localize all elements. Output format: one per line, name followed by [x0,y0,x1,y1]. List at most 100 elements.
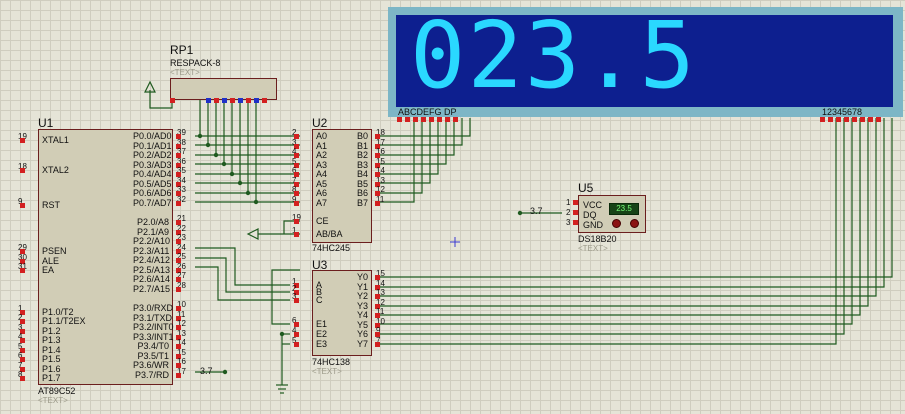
display-digit-pin[interactable] [836,117,841,122]
u1-pin-marker[interactable] [20,310,25,315]
display-digit-pin[interactable] [868,117,873,122]
u1-pin-marker[interactable] [176,191,181,196]
u3-pin-marker[interactable] [375,303,380,309]
u3-pin-marker[interactable] [294,332,299,337]
display-segment-pin[interactable] [405,117,410,122]
display-digit-pin[interactable] [820,117,825,122]
seven-segment-display[interactable]: 023.5 [388,2,903,117]
display-segment-pin[interactable] [437,117,442,122]
u2-pin-marker[interactable] [294,181,299,187]
rp1-pin[interactable] [246,98,251,103]
u1-pin-marker[interactable] [176,220,181,225]
rp1-pin[interactable] [230,98,235,103]
u1-pin-marker[interactable] [20,357,25,362]
u1-pin-marker[interactable] [20,138,25,143]
display-digit-pin[interactable] [828,117,833,122]
u3-pin-marker[interactable] [294,290,299,295]
u2-pin-marker[interactable] [375,172,380,177]
u2-pin-marker[interactable] [294,134,299,139]
u3-decoder[interactable] [312,270,372,356]
display-digit-pin[interactable] [852,117,857,122]
u3-pin-marker[interactable] [375,332,380,337]
display-digit-pin[interactable] [876,117,881,122]
u1-pin-marker[interactable] [176,258,181,263]
u5-decrease-button[interactable] [612,219,621,228]
u1-pin-marker[interactable] [20,259,25,264]
u3-pin-marker[interactable] [375,294,380,299]
u1-pin-marker[interactable] [176,248,181,254]
u3-pin-marker[interactable] [294,283,299,288]
u2-pin-marker[interactable] [294,162,299,168]
u2-pin-marker[interactable] [294,153,299,158]
u1-microcontroller[interactable] [38,129,173,385]
u1-pin-marker[interactable] [176,267,181,273]
u1-pin-marker[interactable] [20,319,25,324]
u2-pin-marker[interactable] [375,162,380,168]
display-segment-pin[interactable] [413,117,418,122]
u2-bus-transceiver[interactable] [312,129,372,243]
u3-pin-marker[interactable] [375,284,380,290]
u5-increase-button[interactable] [630,219,639,228]
u1-pin-marker[interactable] [176,153,181,158]
u3-pin-marker[interactable] [375,313,380,318]
display-segment-pin[interactable] [453,117,458,122]
rp1-pin[interactable] [254,98,259,103]
u2-pin-marker[interactable] [294,232,299,237]
u1-pin-marker[interactable] [20,203,25,208]
u1-pin-marker[interactable] [20,367,25,372]
u1-pin-marker[interactable] [176,181,181,187]
rp1-resistor-pack[interactable] [170,78,277,100]
u3-pin-marker[interactable] [294,322,299,327]
display-segment-pin[interactable] [429,117,434,122]
u2-pin-marker[interactable] [375,191,380,196]
u3-pin-marker[interactable] [294,298,299,303]
u3-pin-marker[interactable] [294,342,299,347]
u1-pin-marker[interactable] [20,249,25,254]
u2-pin-marker[interactable] [294,200,299,206]
u1-pin-marker[interactable] [176,363,181,368]
display-digit-pin[interactable] [860,117,865,122]
net-label-dq[interactable]: 3.7 [530,206,543,216]
u1-pin-marker[interactable] [20,268,25,273]
u1-pin-marker[interactable] [176,143,181,149]
rp1-pin[interactable] [170,98,175,103]
u1-pin-marker[interactable] [176,134,181,139]
display-digit-pin[interactable] [844,117,849,122]
u2-pin-marker[interactable] [375,153,380,158]
u1-pin-marker[interactable] [176,286,181,292]
u2-pin-marker[interactable] [294,191,299,196]
u1-pin-marker[interactable] [20,168,25,173]
display-segment-pin[interactable] [421,117,426,122]
u1-pin-marker[interactable] [176,239,181,244]
rp1-pin[interactable] [262,98,267,103]
u1-pin-marker[interactable] [20,329,25,334]
u2-pin-marker[interactable] [294,219,299,224]
u1-pin-marker[interactable] [20,348,25,353]
u1-pin-marker[interactable] [176,200,181,206]
u2-pin-marker[interactable] [375,143,380,149]
u1-pin-marker[interactable] [176,334,181,340]
rp1-pin[interactable] [206,98,211,103]
u1-pin-marker[interactable] [176,315,181,321]
u1-pin-marker[interactable] [176,172,181,177]
u2-pin-marker[interactable] [375,181,380,187]
u1-pin-marker[interactable] [176,277,181,282]
u1-pin-marker[interactable] [176,344,181,349]
net-label-p37[interactable]: 3.7 [200,366,213,376]
u1-pin-marker[interactable] [176,162,181,168]
display-segment-pin[interactable] [397,117,402,122]
display-segment-pin[interactable] [445,117,450,122]
u1-pin-marker[interactable] [176,325,181,330]
u1-pin-marker[interactable] [20,376,25,381]
u1-pin-marker[interactable] [176,306,181,311]
u2-pin-marker[interactable] [375,200,380,206]
rp1-pin[interactable] [222,98,227,103]
u3-pin-marker[interactable] [375,275,380,280]
u1-pin-marker[interactable] [176,372,181,378]
u5-temperature-sensor[interactable]: VCC DQ GND 23.5 [578,195,646,233]
u2-pin-marker[interactable] [375,134,380,139]
rp1-pin[interactable] [214,98,219,103]
u1-pin-marker[interactable] [20,338,25,343]
u2-pin-marker[interactable] [294,172,299,177]
